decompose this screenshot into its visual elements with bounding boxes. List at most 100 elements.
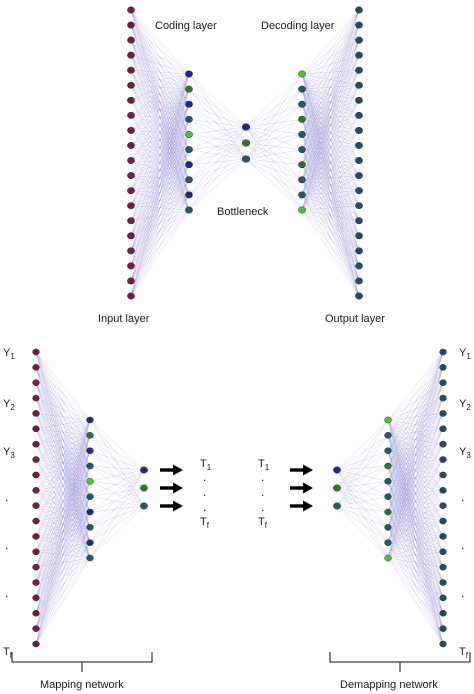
arrow-right-icon: [290, 482, 313, 494]
coding-node: [185, 100, 193, 108]
demapping-output-node: [439, 471, 447, 479]
decoding-node: [298, 161, 306, 169]
coding-node: [185, 206, 193, 214]
output-node: [355, 232, 363, 240]
decoding-node: [298, 85, 306, 93]
output-node: [355, 66, 363, 74]
demapping-output-node: [439, 410, 447, 417]
mapping-hidden-node: [86, 493, 94, 500]
mapping-input-node: [32, 579, 40, 586]
output-node: [355, 262, 363, 270]
demapping-input-node: [333, 484, 341, 492]
demapping-output-node: [439, 579, 447, 586]
output-node: [355, 142, 363, 149]
output-node: [355, 6, 363, 14]
coding-layer-label: Coding layer: [155, 20, 217, 32]
input-node: [127, 111, 135, 119]
output-node: [355, 217, 363, 225]
arrow-right-icon: [290, 464, 313, 476]
mapping-input-node: [32, 364, 40, 371]
arrow-right-icon: [290, 500, 313, 512]
demapping-output-node: [439, 425, 447, 433]
input-node: [127, 6, 135, 14]
bottleneck-node: [241, 123, 250, 131]
mid-right-dot-2: .: [261, 485, 265, 499]
bottleneck-node: [241, 155, 250, 163]
demapping-output-node: [439, 563, 447, 571]
input-node: [127, 157, 135, 164]
mapping-input-node: [32, 348, 40, 356]
output-node: [355, 81, 363, 89]
mid-right-tf-label: Tf: [258, 516, 267, 531]
mapping-hidden-node: [86, 539, 94, 546]
decoding-node: [298, 115, 306, 123]
coding-node: [185, 70, 193, 78]
input-node: [127, 142, 135, 149]
decoding-layer-label: Decoding layer: [261, 20, 335, 32]
decoding-node: [298, 146, 306, 153]
demapping-hidden-node: [384, 416, 392, 424]
input-node: [127, 126, 135, 134]
mapping-hidden-node: [86, 432, 94, 439]
output-node: [355, 126, 363, 134]
mapping-output-node: [140, 484, 148, 492]
decoding-node: [298, 176, 306, 184]
output-node: [355, 96, 363, 104]
mapping-input-node: [32, 471, 40, 479]
demapping-output-node: [439, 548, 447, 556]
mapping-hidden-node: [86, 554, 94, 562]
input-node: [127, 247, 135, 255]
mapping-input-node: [32, 440, 40, 448]
demapping-output-node: [439, 502, 447, 509]
mapping-output-node: [140, 502, 148, 510]
output-node: [355, 36, 363, 44]
demapping-output-node: [439, 440, 447, 448]
mapping-hidden-node: [86, 447, 94, 454]
edges-mapping-input-hidden: [35, 351, 91, 645]
output-node: [355, 277, 363, 285]
output-node: [355, 247, 363, 255]
output-node: [355, 21, 363, 29]
demapping-output-node: [439, 625, 447, 632]
mapping-input-node: [32, 456, 40, 463]
output-node: [355, 202, 363, 210]
right-y3-label: Y3: [459, 446, 471, 461]
demapping-hidden-node: [384, 432, 392, 439]
right-tf-label: Tf: [459, 646, 468, 661]
mapping-network-label: Mapping network: [40, 679, 124, 691]
left-y3-label: Y3: [3, 446, 15, 461]
mapping-hidden-node: [86, 416, 94, 424]
decoding-node: [298, 191, 306, 199]
input-node: [127, 262, 135, 270]
mid-right-t1-label: T1: [258, 458, 270, 473]
mapping-input-node: [32, 563, 40, 571]
right-dot-3: .: [461, 586, 465, 600]
mapping-input-node: [32, 379, 40, 386]
coding-node: [185, 131, 193, 138]
left-dot-3: .: [5, 586, 9, 600]
bottleneck-label: Bottleneck: [217, 206, 269, 218]
decoding-node: [298, 131, 306, 138]
demapping-hidden-node: [384, 539, 392, 546]
input-node: [127, 51, 135, 59]
output-node: [355, 51, 363, 59]
output-layer-label: Output layer: [325, 313, 385, 325]
demapping-hidden-node: [384, 447, 392, 454]
left-y2-label: Y2: [3, 398, 15, 413]
right-y2-label: Y2: [459, 398, 471, 413]
output-node: [355, 172, 363, 180]
coding-node: [185, 191, 193, 199]
output-node: [355, 157, 363, 164]
demapping-output-node: [439, 456, 447, 463]
demapping-output-node: [439, 487, 447, 494]
demapping-input-node: [333, 502, 341, 510]
mid-left-dot-2: .: [203, 485, 207, 499]
edges-decoding-output: [301, 9, 360, 297]
input-node: [127, 277, 135, 285]
mid-right-dot-3: .: [261, 500, 265, 514]
demapping-output-node: [439, 610, 447, 617]
mid-left-dot-1: .: [203, 470, 207, 484]
mapping-hidden-node: [86, 462, 94, 470]
edges-demapping-input-hidden: [336, 419, 389, 559]
input-layer-label: Input layer: [98, 313, 150, 325]
